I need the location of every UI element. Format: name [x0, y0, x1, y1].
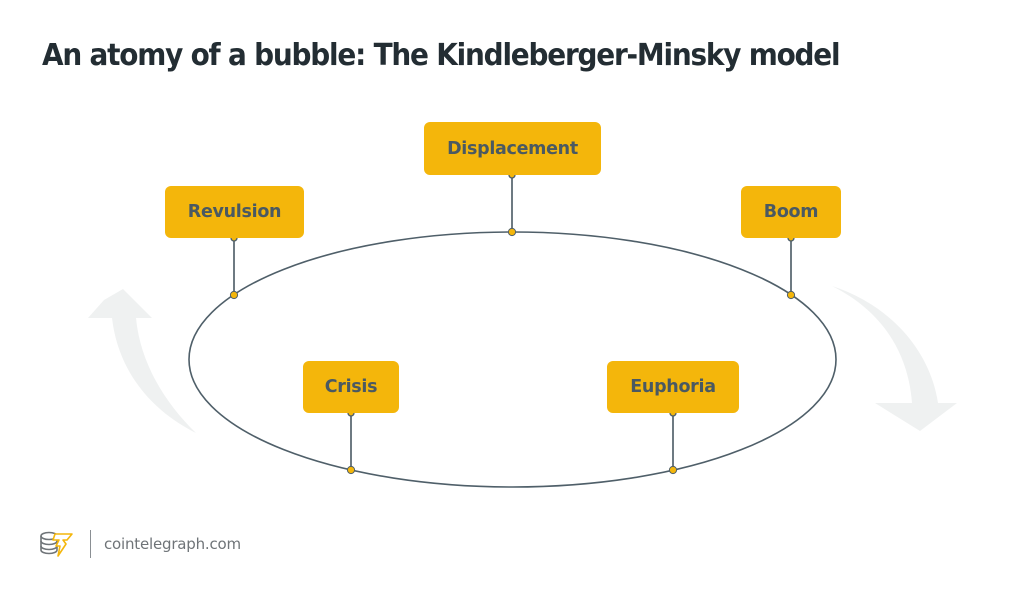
ellipse-anchor-dots [229, 227, 796, 475]
stage-boom: Boom [741, 186, 841, 238]
stage-revulsion: Revulsion [165, 186, 304, 238]
source-domain: cointelegraph.com [104, 535, 241, 553]
footer-divider [90, 530, 91, 558]
falling-arrow-icon [832, 286, 957, 431]
stage-euphoria: Euphoria [607, 361, 739, 413]
stage-label: Euphoria [630, 377, 716, 397]
stage-label: Crisis [324, 377, 378, 397]
cointelegraph-logo-icon [40, 531, 73, 557]
stage-label: Revulsion [187, 202, 282, 222]
stage-label: Displacement [447, 138, 578, 159]
stage-displacement: Displacement [424, 122, 601, 175]
connectors [233, 175, 792, 470]
page-title: An atomy of a bubble: The Kindleberger-M… [42, 38, 841, 73]
cycle-ellipse [188, 231, 837, 488]
rising-arrow-icon [88, 289, 196, 433]
stage-crisis: Crisis [303, 361, 399, 413]
stage-label: Boom [763, 202, 819, 222]
footer: cointelegraph.com [38, 528, 241, 560]
